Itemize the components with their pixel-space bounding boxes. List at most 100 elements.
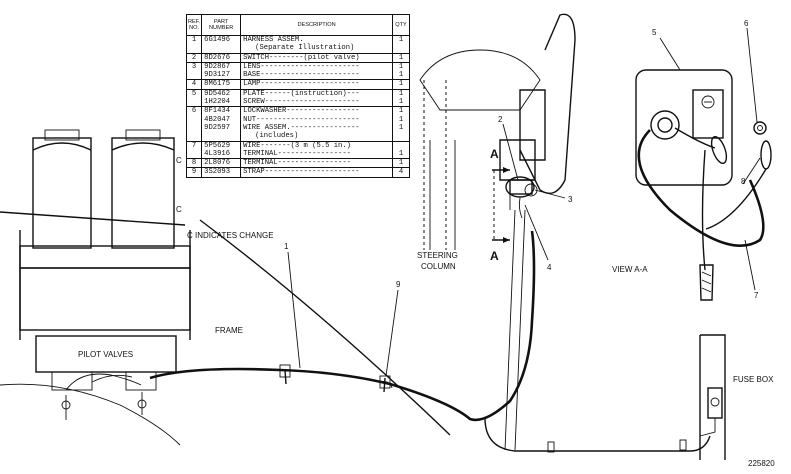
part-number-cell: 9D2597 [201, 123, 242, 133]
ref-cell: 3 [185, 61, 203, 72]
description-cell: LOCKWASHER----------------- [240, 106, 393, 116]
callout-4: 4 [547, 263, 552, 272]
ref-cell [185, 71, 203, 80]
drawing-number: 225820 [748, 459, 775, 468]
description-cell: STRAP---------------------- [240, 167, 393, 178]
qty-cell: 1 [392, 106, 410, 116]
part-number-cell: 6G1496 [201, 35, 242, 45]
frame-member [199, 219, 451, 436]
section-a-bottom: A [490, 249, 499, 263]
description-cell: (includes) [240, 132, 393, 142]
part-number-cell: 9D3127 [201, 71, 242, 80]
ref-cell: 2 [185, 52, 203, 63]
part-number-cell: 3S2093 [201, 167, 242, 178]
fuse-box [484, 334, 726, 460]
callout-7: 7 [754, 291, 759, 300]
part-number-cell: 8M6175 [201, 79, 242, 90]
steering-column-line-2: COLUMN [421, 262, 456, 271]
ref-cell: 9 [185, 167, 203, 178]
part-header: PART NUMBER [201, 14, 242, 36]
part-number-cell: 8D2676 [201, 52, 242, 63]
ref-cell: 7 [185, 140, 203, 150]
part-number-cell: 4L3916 [201, 149, 242, 159]
pilot-valves-label: PILOT VALVES [78, 350, 133, 359]
description-header: DESCRIPTION [240, 14, 393, 36]
section-arrows [492, 167, 510, 243]
part-number-cell [201, 132, 242, 142]
part-number-cell: 4B2047 [201, 115, 242, 124]
description-cell: WIRE ASSEM.---------------- [240, 123, 393, 133]
change-mark-1: C [176, 205, 182, 214]
callout-5: 5 [652, 28, 657, 37]
callout-3: 3 [568, 195, 573, 204]
qty-cell: 1 [392, 98, 410, 107]
description-cell: BASE----------------------- [240, 71, 393, 80]
part-number-cell: 2L8076 [201, 158, 242, 168]
table-row: (Separate Illustration) [185, 44, 410, 54]
qty-cell: 1 [392, 71, 410, 80]
qty-cell: 1 [392, 88, 410, 99]
qty-cell: 1 [392, 158, 410, 168]
description-cell: WIRE-------(3 m (5.5 in.) [240, 140, 393, 150]
change-note: C INDICATES CHANGE [187, 231, 274, 240]
steering-column-line-1: STEERING [417, 251, 458, 260]
qty-cell: 1 [392, 35, 410, 45]
description-cell: PLATE------(instruction)--- [240, 88, 393, 99]
qty-cell [392, 132, 410, 142]
qty-cell [392, 140, 410, 150]
description-cell: LAMP----------------------- [240, 79, 393, 90]
description-cell: TERMINAL----------------- [240, 149, 393, 159]
qty-cell: 1 [392, 52, 410, 63]
ref-cell: 5 [185, 88, 203, 99]
view-aa-label: VIEW A-A [612, 265, 648, 274]
part-number-cell: 8F1434 [201, 106, 242, 116]
ref-cell: 8 [185, 158, 203, 168]
callout-6: 6 [744, 19, 749, 28]
ref-cell: 1 [185, 35, 203, 45]
ref-cell: 6 [185, 106, 203, 116]
qty-cell: 4 [392, 167, 410, 178]
qty-cell: 1 [392, 149, 410, 159]
callout-8: 8 [741, 177, 746, 186]
qty-cell [392, 44, 410, 54]
section-a-top: A [490, 147, 499, 161]
description-cell: NUT------------------------ [240, 115, 393, 124]
description-cell: HARNESS ASSEM. [240, 35, 393, 45]
part-number-cell: 5P5629 [201, 140, 242, 150]
ref-cell: 4 [185, 79, 203, 90]
qty-header: QTY [392, 14, 410, 36]
fuse-box-label: FUSE BOX [733, 375, 774, 384]
harness-wire [149, 230, 536, 422]
part-number-cell: 9D2867 [201, 61, 242, 72]
qty-cell: 1 [392, 79, 410, 90]
ref-cell [185, 149, 203, 159]
description-cell: SCREW---------------------- [240, 98, 393, 107]
change-mark-2: C [176, 156, 182, 165]
part-number-cell [201, 44, 242, 54]
view-aa [635, 69, 772, 301]
frame-label: FRAME [215, 326, 243, 335]
ref-cell [185, 44, 203, 54]
ref-header: REF. NO. [185, 14, 203, 36]
description-cell: SWITCH--------(pilot valve) [240, 52, 393, 63]
description-cell: LENS----------------------- [240, 61, 393, 72]
table-row: (includes) [185, 132, 410, 142]
qty-cell: 1 [392, 123, 410, 133]
part-number-cell: 9D5462 [201, 88, 242, 99]
